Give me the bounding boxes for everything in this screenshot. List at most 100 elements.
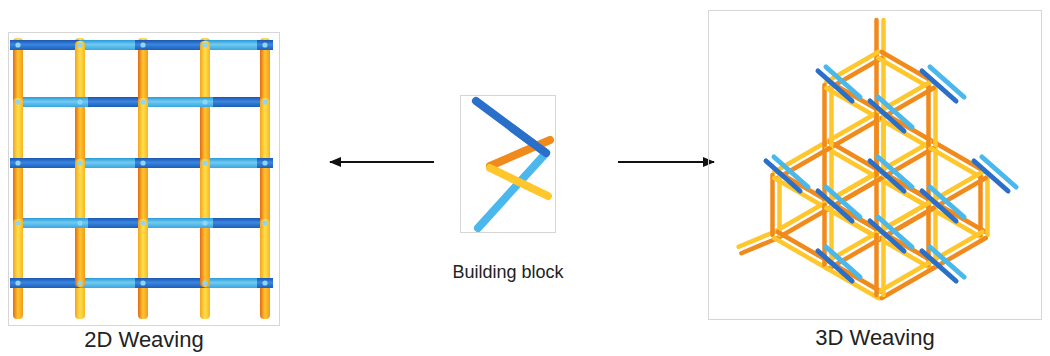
joint-dot: [202, 42, 207, 47]
weaving-panel: 2D Weaving: [8, 32, 280, 352]
joint-dot: [77, 280, 82, 285]
rod: [930, 172, 982, 202]
warp-rod: [200, 219, 210, 287]
joint-dot: [140, 280, 145, 285]
weft-rod: [135, 40, 151, 50]
rod: [476, 101, 546, 153]
joint-dot: [202, 220, 207, 225]
joint-dot: [262, 280, 267, 285]
rod: [774, 142, 826, 172]
weft-rod: [257, 40, 273, 50]
joint-dot: [77, 160, 82, 165]
rod: [878, 97, 912, 127]
warp-rod: [75, 41, 85, 106]
panel-caption: Building block: [449, 263, 566, 283]
warp-rod: [260, 159, 270, 227]
joint-dot: [262, 160, 267, 165]
rod: [982, 157, 1016, 187]
rod: [826, 232, 878, 262]
warp-rod: [75, 159, 85, 227]
joint-dot: [77, 220, 82, 225]
weaving-panel: 3D Weaving: [708, 10, 1042, 350]
picture-frame: [460, 95, 556, 233]
warp-rod: [138, 219, 148, 287]
rod: [878, 262, 930, 292]
joint-dot: [15, 99, 20, 104]
rod: [822, 85, 827, 145]
rod: [774, 202, 826, 232]
joint-dot: [77, 42, 82, 47]
weft-rod: [78, 97, 145, 107]
rod: [826, 67, 860, 97]
joint-dot: [140, 160, 145, 165]
rod: [930, 67, 964, 97]
rod: [930, 247, 964, 277]
joint-dot: [202, 280, 207, 285]
rod: [770, 175, 775, 235]
warp-rod: [260, 98, 270, 167]
warp-rod: [75, 219, 85, 287]
weft-rod: [78, 278, 145, 288]
arrow: [618, 161, 714, 163]
rod: [826, 112, 878, 142]
rod: [881, 235, 886, 295]
weave-3d: [739, 20, 1016, 298]
rod: [739, 232, 775, 247]
weft-rod: [257, 158, 273, 168]
warp-rod: [13, 41, 23, 106]
weft-rod: [257, 278, 273, 288]
weft-rod: [72, 97, 88, 107]
rod: [878, 82, 930, 112]
rod: [774, 157, 808, 187]
rod: [930, 232, 982, 262]
joint-dot: [202, 160, 207, 165]
arrow: [330, 161, 434, 163]
rod: [874, 235, 879, 295]
joint-dot: [15, 42, 20, 47]
warp-rod: [200, 98, 210, 167]
rod: [930, 187, 964, 217]
warp-rod: [260, 41, 270, 106]
joint-dot: [262, 42, 267, 47]
joint-dot: [140, 220, 145, 225]
joint-dot: [15, 220, 20, 225]
picture-frame: [8, 32, 280, 326]
panel-caption: 3D Weaving: [708, 326, 1042, 350]
warp-rod: [260, 219, 270, 287]
rod: [985, 175, 990, 235]
warp-rod: [138, 98, 148, 167]
joint-dot: [262, 220, 267, 225]
rod: [878, 202, 930, 232]
weave-2d: [10, 38, 273, 319]
warp-rod: [13, 98, 23, 167]
weft-rod: [72, 218, 88, 228]
weft-rod: [197, 97, 213, 107]
building-block-figure: [476, 101, 550, 228]
rod: [512, 128, 546, 153]
panel-caption: 2D Weaving: [8, 328, 280, 352]
joint-dot: [140, 42, 145, 47]
joint-dot: [140, 99, 145, 104]
weft-rod: [10, 158, 26, 168]
rod: [933, 85, 938, 145]
weft-rod: [78, 158, 145, 168]
picture-frame: [708, 10, 1042, 320]
joint-dot: [15, 280, 20, 285]
warp-rod: [13, 159, 23, 227]
warp-rod: [138, 159, 148, 227]
weft-rod: [78, 218, 145, 228]
warp-rod: [200, 159, 210, 227]
joint-dot: [262, 99, 267, 104]
weft-rod: [10, 40, 26, 50]
joint-dot: [77, 99, 82, 104]
rod: [878, 142, 930, 172]
weft-rod: [135, 278, 151, 288]
warp-rod: [200, 41, 210, 106]
rod: [878, 217, 912, 247]
joint-dot: [202, 99, 207, 104]
weft-rod: [10, 278, 26, 288]
building-block-panel: Building block: [449, 95, 566, 283]
warp-rod: [138, 41, 148, 106]
